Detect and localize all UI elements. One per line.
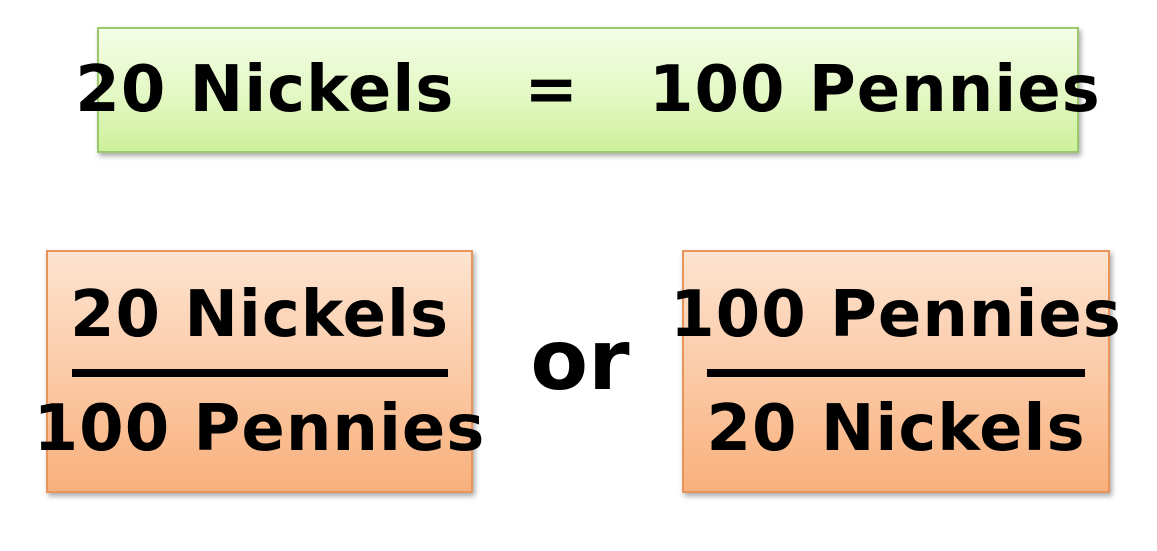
equivalence-equation-box: 20 Nickels = 100 Pennies [75, 27, 1100, 153]
conversion-factor-left: 20 Nickels 100 Pennies [34, 250, 484, 493]
fraction-left-numerator: 20 Nickels [69, 277, 450, 352]
or-connector: or [530, 311, 630, 409]
fraction-right-bar [707, 368, 1085, 377]
equals-sign: = [524, 53, 579, 127]
fraction-left-bar [71, 368, 448, 377]
fraction-right-numerator: 100 Pennies [670, 277, 1122, 352]
equation-left-term: 20 Nickels [75, 53, 455, 127]
equation-right-term: 100 Pennies [648, 53, 1101, 127]
fraction-left-denominator: 100 Pennies [33, 391, 486, 466]
fraction-right-denominator: 20 Nickels [706, 391, 1086, 466]
conversion-factor-right: 100 Pennies 20 Nickels [670, 250, 1121, 493]
